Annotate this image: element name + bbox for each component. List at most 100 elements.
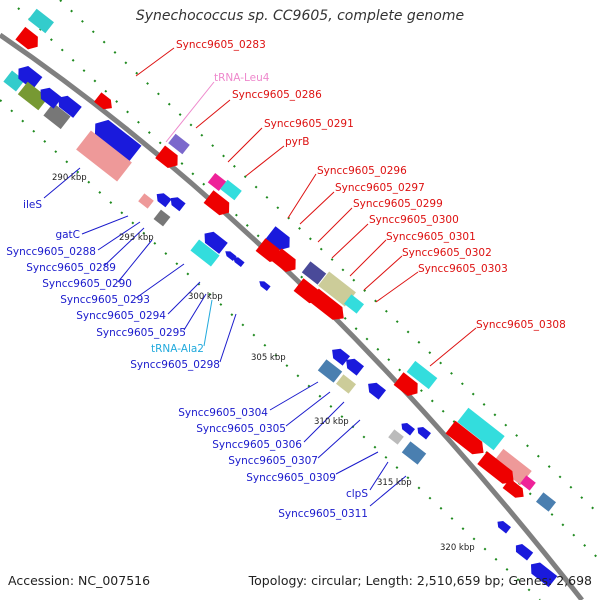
gene-label[interactable]: Syncc9605_0303 [418,263,508,275]
gene-arrow [530,562,558,588]
tick-label: 295 kbp [119,233,154,243]
gene-arrow [477,451,514,484]
gene-arrow [94,119,142,164]
leader-line [349,239,387,277]
gene-arrow [156,193,172,208]
gene-label[interactable]: Syncc9605_0309 [246,472,336,484]
leader-line [285,391,331,427]
genome-backbone [0,32,584,600]
gene-label[interactable]: Syncc9605_0291 [264,118,354,130]
leader-line [219,313,237,363]
gene-arrow [271,248,296,272]
gene-label[interactable]: ileS [23,199,42,211]
gene-block [17,81,49,111]
gene-block [344,294,364,314]
guide-row [59,0,600,516]
tick-label: 290 kbp [52,173,87,183]
gene-arrow [497,521,511,534]
leader-line [335,451,379,475]
map-title: Synechococcus sp. CC9605, complete genom… [135,8,465,24]
gene-label[interactable]: Syncc9605_0296 [317,165,407,177]
gene-label[interactable]: Syncc9605_0295 [96,327,186,339]
gene-label[interactable]: Syncc9605_0307 [228,455,318,467]
topology-text: Topology: circular; Length: 2,510,659 bp… [248,573,592,588]
gene-block [536,492,556,512]
gene-label[interactable]: Syncc9605_0286 [232,89,322,101]
gene-arrow [94,92,112,110]
gene-label[interactable]: Syncc9605_0298 [130,359,220,371]
gene-arrow [346,358,364,376]
gene-block [318,271,356,307]
leader-line [369,475,407,507]
forward-genes [15,8,536,498]
leader-lines [43,47,477,507]
leader-line [331,223,369,259]
leader-line [287,173,317,219]
gene-block [153,209,171,227]
gene-arrow [393,372,418,396]
gene-arrow [368,382,386,400]
gene-label[interactable]: Syncc9605_0304 [178,407,268,419]
leader-line [43,167,81,199]
gene-arrow [401,423,415,436]
leader-line [183,293,207,331]
tick-label: 305 kbp [251,353,286,363]
leader-line [203,299,213,347]
leader-line [117,239,153,283]
gene-label[interactable]: pyrB [285,136,309,148]
gene-label[interactable]: Syncc9605_0290 [42,278,132,290]
gene-arrow [445,420,484,455]
leader-line [167,281,201,315]
gene-block [457,407,505,451]
leader-line [165,81,215,143]
leader-line [227,127,263,163]
gene-label[interactable]: Syncc9605_0294 [76,310,166,322]
gene-block [28,8,54,34]
gene-label[interactable]: Syncc9605_0293 [60,294,150,306]
gene-arrow [15,26,38,50]
leader-line [303,401,345,443]
leader-line [299,191,335,225]
leader-line [269,381,319,411]
gene-label[interactable]: Syncc9605_0311 [278,508,368,520]
gene-label[interactable]: Syncc9605_0301 [386,231,476,243]
gene-arrow [170,197,186,212]
gene-label[interactable]: Syncc9605_0299 [353,198,443,210]
tick-label: 310 kbp [314,417,349,427]
gene-label[interactable]: Syncc9605_0305 [196,423,286,435]
right-gene-labels: Syncc9605_0283 tRNA-Leu4 Syncc9605_0286 … [176,39,566,331]
tick-label: 320 kbp [440,543,475,553]
gene-label[interactable]: Syncc9605_0297 [335,182,425,194]
gene-label[interactable]: Syncc9605_0283 [176,39,266,51]
trna-label[interactable]: tRNA-Leu4 [214,72,270,84]
leader-line [81,215,129,235]
gene-arrow [40,87,63,109]
leader-line [135,47,175,77]
gene-arrow [204,231,228,254]
leader-line [103,227,145,267]
gene-arrow [308,288,344,320]
gene-label[interactable]: Syncc9605_0302 [402,247,492,259]
tick-labels: 290 kbp 295 kbp 300 kbp 305 kbp 310 kbp … [52,173,475,553]
leader-line [97,221,141,251]
tick-label: 300 kbp [188,292,223,302]
gene-block [301,261,327,285]
gene-label[interactable]: Syncc9605_0306 [212,439,302,451]
gene-block [3,70,25,92]
gene-block [406,360,438,390]
gene-block [317,359,343,383]
gene-block [207,172,227,192]
gene-arrow [417,427,431,440]
gene-label[interactable]: Syncc9605_0289 [26,262,116,274]
gene-label[interactable]: Syncc9605_0308 [476,319,566,331]
gene-label[interactable]: gatC [55,229,80,241]
gene-label[interactable]: Syncc9605_0300 [369,214,459,226]
gene-arrow [265,226,290,250]
gene-block [401,441,427,465]
gene-label[interactable]: clpS [346,488,368,500]
gene-arrow [203,190,230,216]
gene-arrow [502,478,524,498]
gene-label[interactable]: Syncc9605_0288 [6,246,96,258]
trna-label[interactable]: tRNA-Ala2 [151,343,204,355]
